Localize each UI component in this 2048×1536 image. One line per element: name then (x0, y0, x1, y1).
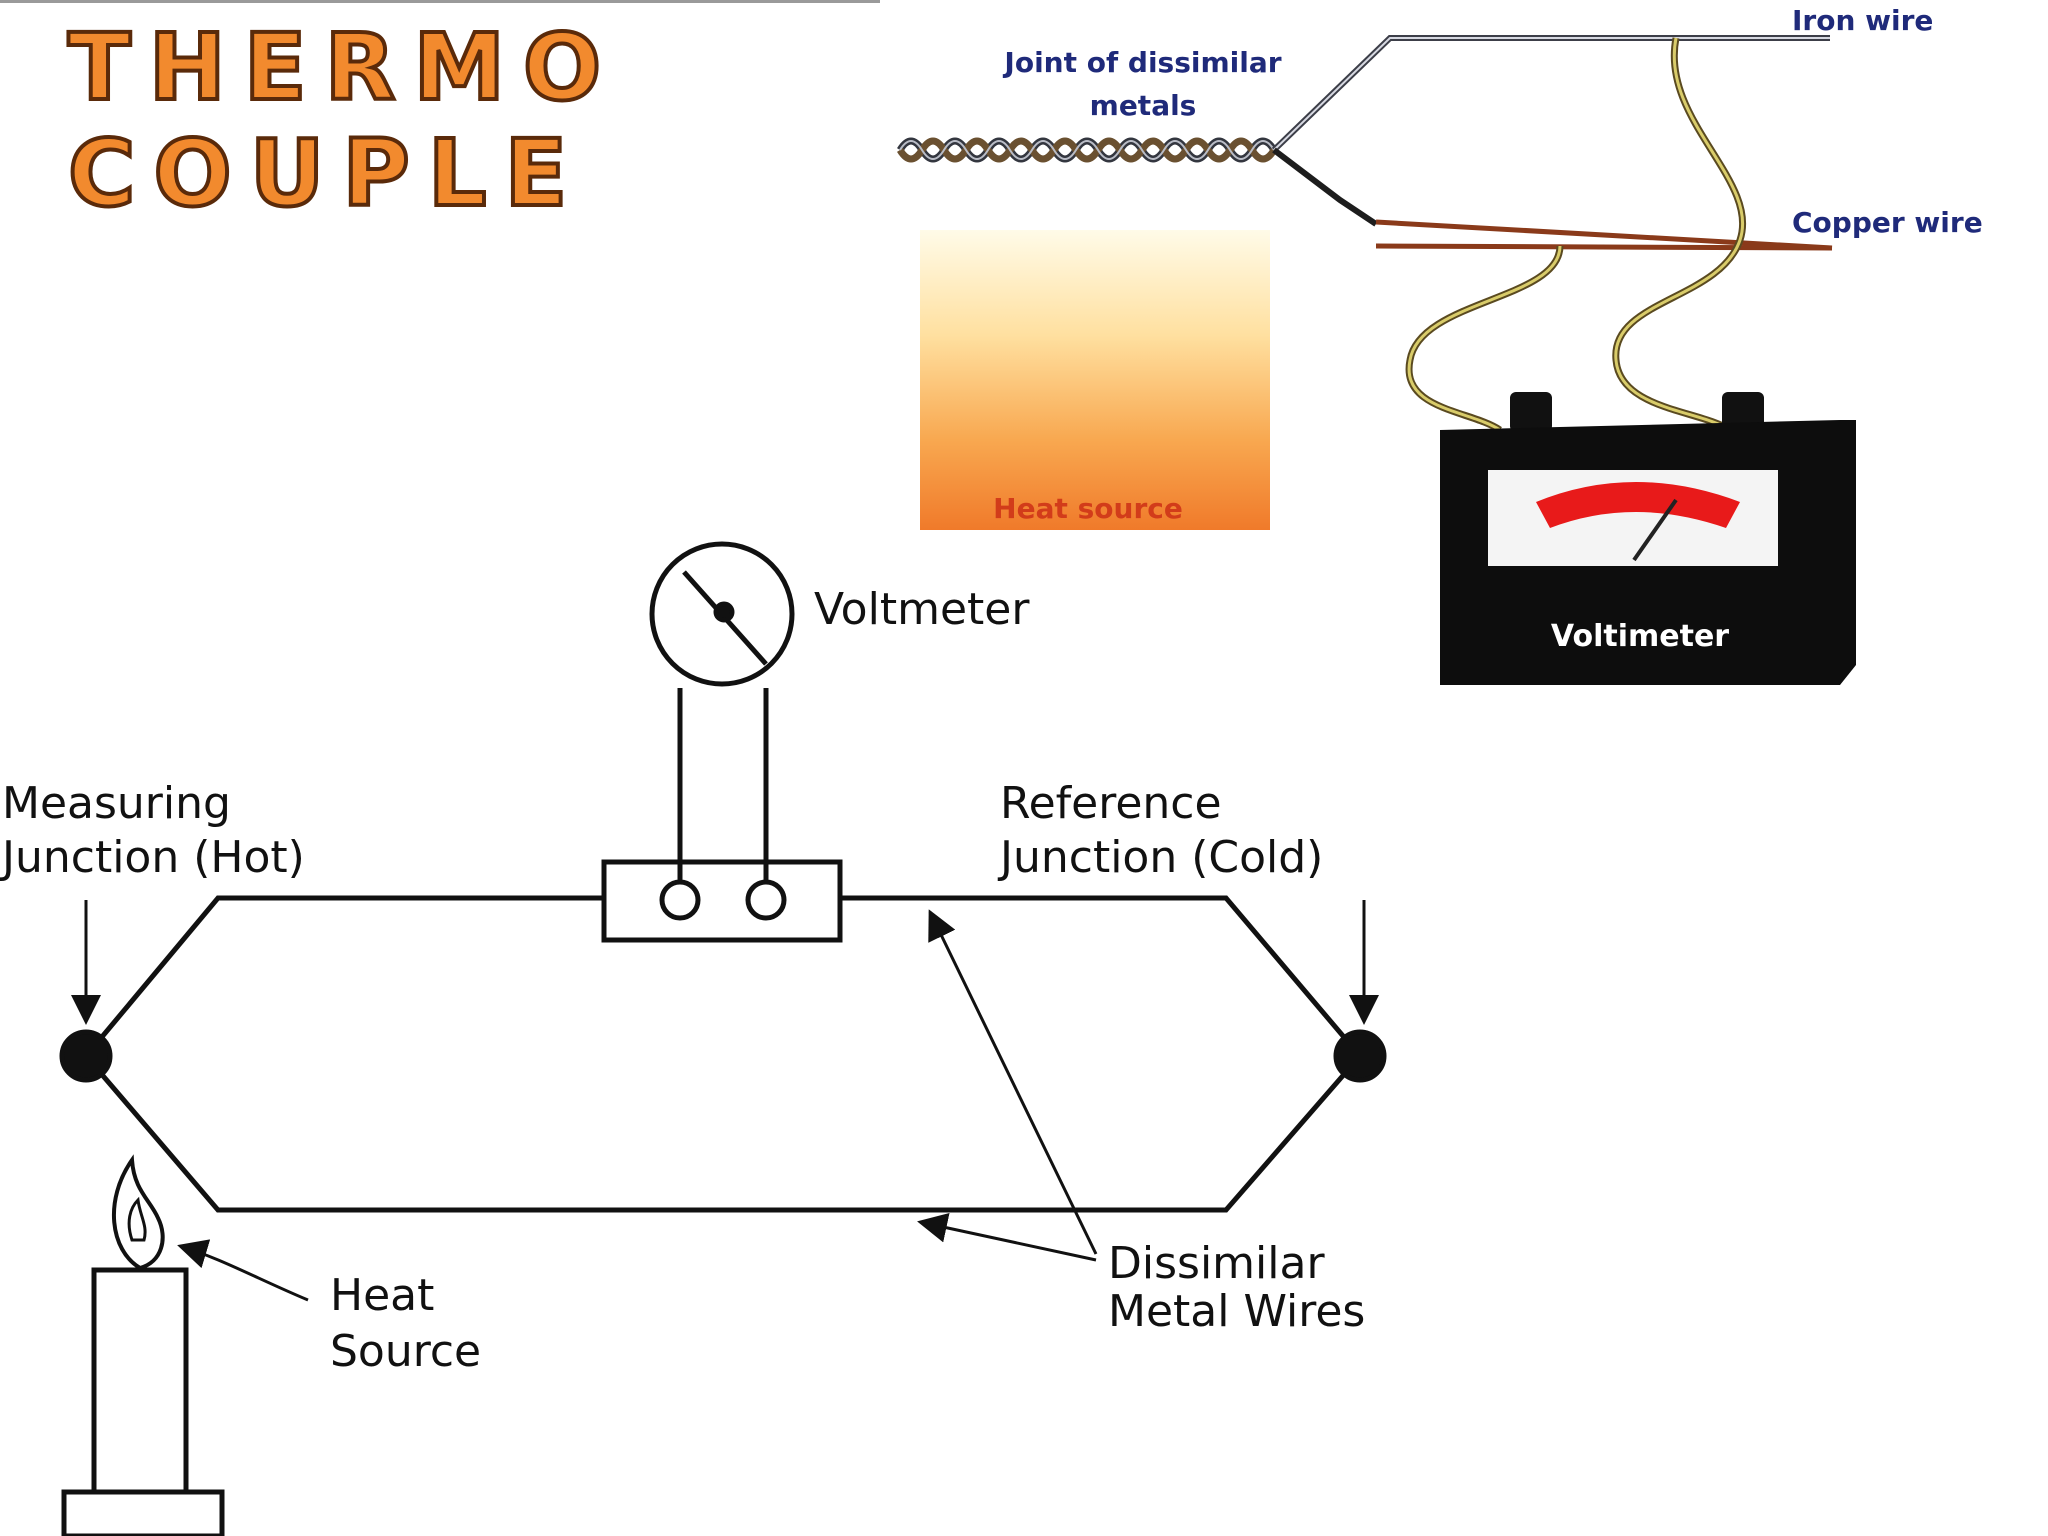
arrow-wire-top (928, 909, 1098, 1255)
meter-needle (1632, 498, 1678, 562)
measuring-junction-line1: Measuring (2, 778, 231, 829)
voltimeter-device (1440, 392, 1856, 685)
title-line-1: THERMO (66, 14, 620, 121)
heat-source-line1: Heat (330, 1270, 434, 1321)
reference-junction-line1: Reference (1000, 778, 1222, 829)
measuring-junction-line2: Junction (Hot) (0, 832, 305, 883)
lead-wire-right (1612, 37, 1746, 434)
joint-label-line2: metals (1090, 89, 1197, 122)
candle (61, 1154, 225, 1536)
reference-junction-dot (1333, 1029, 1387, 1083)
measuring-junction-dot (59, 1029, 113, 1083)
arrow-heat-source (177, 1239, 309, 1302)
terminal-left (659, 879, 701, 921)
title-line-2: COUPLE (66, 120, 586, 227)
candle-flame (111, 1154, 165, 1271)
arrow-wire-bottom (917, 1213, 1097, 1262)
terminal-right (745, 879, 787, 921)
dissimilar-wires-line2: Metal Wires (1108, 1286, 1365, 1337)
voltmeter-label: Voltmeter (814, 584, 1030, 635)
heat-source-line2: Source (330, 1326, 481, 1377)
meter-arc (1536, 482, 1740, 528)
heat-source-label: Heat source (993, 492, 1183, 525)
terminal-block (601, 859, 843, 943)
reference-junction-line2: Junction (Cold) (997, 832, 1323, 883)
voltimeter-label: Voltimeter (1551, 619, 1729, 654)
copper-wire (1272, 147, 1378, 227)
schematic (59, 541, 1387, 1536)
twisted-joint (897, 137, 1277, 163)
copper-wire-label: Copper wire (1792, 206, 1983, 239)
iron-wire-label: Iron wire (1792, 4, 1933, 37)
iron-wire (1271, 35, 1830, 153)
dissimilar-wires-line1: Dissimilar (1108, 1238, 1325, 1289)
top-diagram: Joint of dissimilar metals Iron wire Cop… (897, 4, 1983, 685)
top-divider (0, 0, 880, 3)
bottom-wire (84, 1054, 1362, 1213)
joint-label-line1: Joint of dissimilar (1002, 46, 1281, 79)
heat-source-box (920, 230, 1270, 530)
